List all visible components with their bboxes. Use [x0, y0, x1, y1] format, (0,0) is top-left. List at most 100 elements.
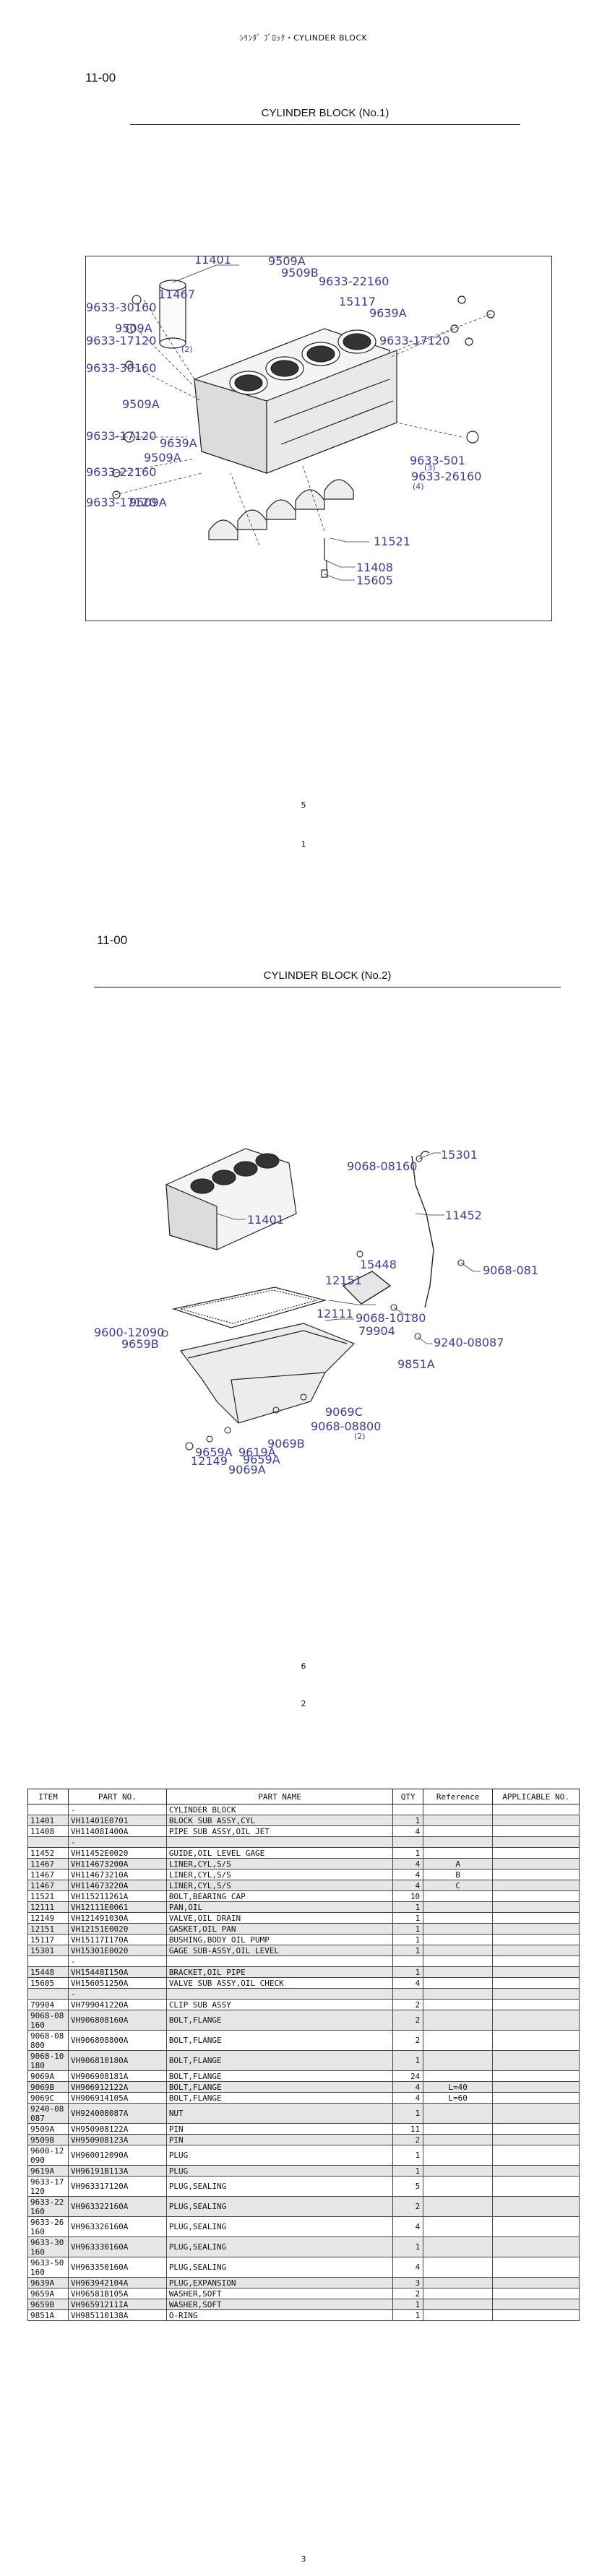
diagram-label: 9509A — [144, 451, 181, 464]
table-cell: VH985110138A — [67, 2309, 167, 2321]
table-cell — [492, 1966, 580, 1978]
table-cell: 4 — [392, 2257, 424, 2278]
diagram-label: 11467 — [158, 288, 195, 301]
table-cell: 9659A — [27, 2288, 69, 2299]
table-cell: 9068-08800 — [27, 2030, 69, 2051]
table-cell: BOLT,FLANGE — [165, 2050, 394, 2071]
table-cell — [423, 2257, 494, 2278]
diagram-label: 12111 — [317, 1307, 353, 1321]
cylinder-liner-drawing — [159, 280, 186, 349]
table-cell — [423, 2070, 494, 2082]
table-cell: 9633-26160 — [27, 2216, 69, 2237]
table-cell: 9633-30160 — [27, 2236, 69, 2257]
table-cell: BRACKET,OIL PIPE — [165, 1966, 394, 1978]
table-cell — [492, 2165, 580, 2177]
table-cell: 9633-17120 — [27, 2176, 69, 2197]
table-cell — [27, 1988, 69, 2000]
table-cell: VH11408I400A — [67, 1825, 167, 1837]
table-cell: VH156051250A — [67, 1977, 167, 1989]
table-cell — [392, 1988, 424, 2000]
diagram-label: 9659A — [195, 1445, 233, 1459]
leader-lines — [114, 299, 491, 546]
table-cell — [492, 1977, 580, 1989]
table-cell — [492, 2134, 580, 2145]
table-cell: 1 — [392, 2103, 424, 2124]
table-cell: 9240-08087 — [27, 2103, 69, 2124]
table-cell — [423, 2299, 494, 2310]
diagram-frame: 11401 11467 9633-30160 9509A 9633-17120 … — [85, 253, 552, 621]
diagram-label: 11408 — [356, 561, 393, 574]
section-number: 11-00 — [85, 71, 116, 85]
table-cell — [492, 2081, 580, 2093]
table-header-row: ITEM PART NO. PART NAME QTY Reference AP… — [27, 1789, 580, 1805]
table-cell: BOLT,FLANGE — [165, 2081, 394, 2093]
table-cell — [492, 1988, 580, 2000]
diagram-label: 9851A — [397, 1357, 435, 1371]
diagram-label: 79904 — [358, 1324, 395, 1338]
callout-lines — [216, 1152, 481, 1344]
table-cell: 4 — [392, 1869, 424, 1880]
table-cell: PLUG,SEALING — [165, 2216, 394, 2237]
table-row: - — [27, 1955, 580, 1967]
table-cell: 3 — [392, 2277, 424, 2288]
table-cell: 9069A — [27, 2070, 69, 2082]
diagram-label: 9069B — [267, 1437, 305, 1451]
diagram-label: 9509A — [268, 256, 306, 268]
table-cell: 1 — [392, 2165, 424, 2177]
diagram-small-label: (3) — [424, 463, 436, 472]
page-number: 1 — [301, 839, 306, 849]
diagram-label: 9633-17120 — [86, 334, 156, 347]
diagram-label: 9633-22160 — [86, 465, 156, 479]
table-cell: 11467 — [27, 1880, 69, 1891]
table-cell: 11467 — [27, 1858, 69, 1870]
diagram-small-label: (2) — [181, 345, 193, 354]
table-cell — [492, 1901, 580, 1913]
table-cell: PAN,OIL — [165, 1901, 394, 1913]
diagram-label: 11521 — [374, 535, 410, 548]
table-cell: LINER,CYL,S/S — [165, 1869, 394, 1880]
cylinder-block-exploded-diagram: 11401 11467 9633-30160 9509A 9633-17120 … — [86, 253, 495, 587]
table-cell: 2 — [392, 2196, 424, 2217]
table-cell — [423, 1945, 494, 1956]
table-cell: 9068-08160 — [27, 2010, 69, 2031]
table-row: - — [27, 1836, 580, 1848]
table-cell: WASHER,SOFT — [165, 2288, 394, 2299]
table-cell: L=40 — [423, 2081, 494, 2093]
table-cell — [492, 2299, 580, 2310]
table-cell: A — [423, 1858, 494, 1870]
bearing-caps-drawing — [208, 479, 354, 540]
table-cell: VH96591211IA — [67, 2299, 167, 2310]
table-cell — [492, 2196, 580, 2217]
table-cell: VH906914105A — [67, 2092, 167, 2104]
table-cell: L=60 — [423, 2092, 494, 2104]
table-cell: 11521 — [27, 1890, 69, 1902]
table-cell — [492, 2309, 580, 2321]
diagram-label: 15117 — [339, 295, 376, 308]
table-cell: BLOCK SUB ASSY,CYL — [165, 1815, 394, 1826]
table-cell: VH963326160A — [67, 2216, 167, 2237]
diagram-label: 9633-30160 — [86, 361, 156, 375]
table-cell: 15605 — [27, 1977, 69, 1989]
table-cell: VALVE,OIL DRAIN — [165, 1912, 394, 1924]
table-cell — [492, 1923, 580, 1935]
table-cell — [492, 2277, 580, 2288]
diagram-label: 9633-17120 — [379, 334, 449, 347]
diagram-labels: 15301 9068-08160 11401 11452 15448 12151… — [94, 1148, 538, 1477]
diagram-labels: 11401 11467 9633-30160 9509A 9633-17120 … — [86, 253, 481, 587]
table-cell — [492, 2176, 580, 2197]
column-header: PART NAME — [165, 1789, 394, 1805]
table-cell: VH12111E0061 — [67, 1901, 167, 1913]
table-cell: BOLT,FLANGE — [165, 2010, 394, 2031]
table-cell: LINER,CYL,S/S — [165, 1858, 394, 1870]
